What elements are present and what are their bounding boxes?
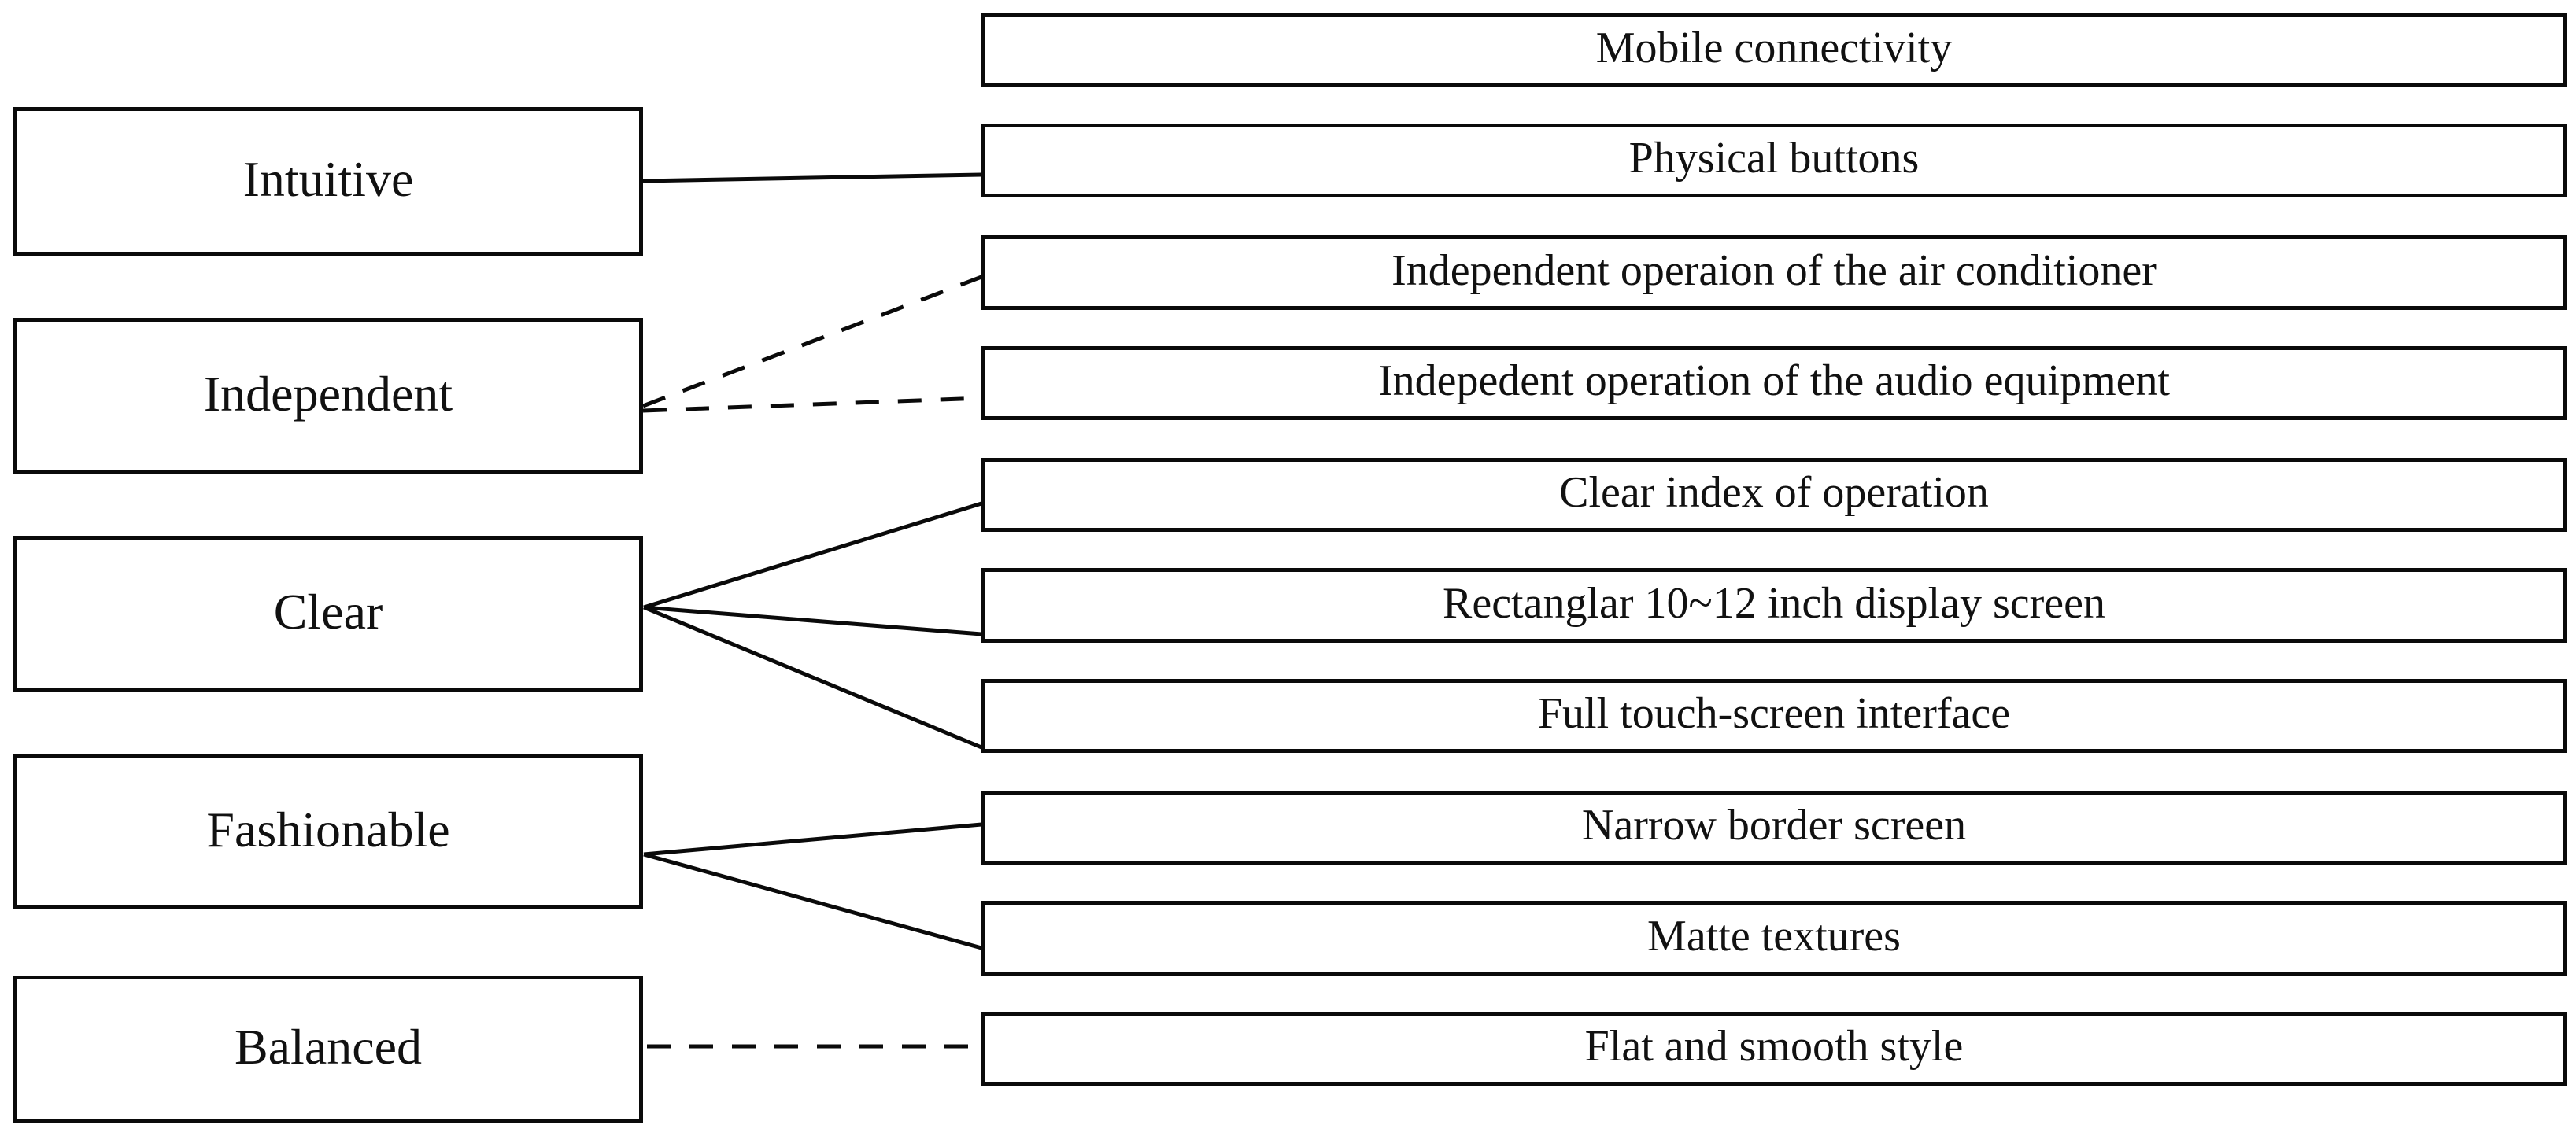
- left-node-label: Independent: [203, 365, 453, 422]
- right-node-label: Independent operaion of the air conditio…: [1391, 245, 2157, 295]
- right-node-indepedent-operation-audio: Indepedent operation of the audio equipm…: [981, 346, 2567, 420]
- left-node-independent: Independent: [13, 318, 643, 474]
- right-node-label: Indepedent operation of the audio equipm…: [1377, 356, 2171, 405]
- edge-intuitive-physical-buttons: [642, 172, 982, 183]
- right-node-label: Full touch-screen interface: [1537, 689, 2011, 738]
- edge-fashionable-matte-textures: [643, 852, 982, 950]
- right-node-independent-operaion-air: Independent operaion of the air conditio…: [981, 235, 2567, 310]
- edge-fashionable-narrow-border: [643, 822, 982, 857]
- left-node-label: Balanced: [234, 1019, 423, 1075]
- left-node-label: Clear: [273, 583, 383, 640]
- right-node-clear-index: Clear index of operation: [981, 458, 2567, 532]
- edge-clear-full-touch-screen: [643, 605, 982, 750]
- left-node-label: Fashionable: [206, 801, 450, 858]
- right-node-label: Narrow border screen: [1581, 801, 1967, 850]
- right-node-label: Physical buttons: [1628, 134, 1920, 183]
- left-node-balanced: Balanced: [13, 976, 643, 1123]
- edge-clear-rectanglar-screen: [643, 605, 982, 636]
- right-node-physical-buttons: Physical buttons: [981, 124, 2567, 197]
- right-node-matte-textures: Matte textures: [981, 901, 2567, 976]
- left-node-clear: Clear: [13, 536, 643, 692]
- left-node-fashionable: Fashionable: [13, 754, 643, 909]
- edge-independent-audio-equipment: [642, 396, 982, 413]
- right-node-narrow-border-screen: Narrow border screen: [981, 791, 2567, 865]
- right-node-label: Matte textures: [1647, 911, 1901, 961]
- right-node-flat-smooth-style: Flat and smooth style: [981, 1012, 2567, 1086]
- right-node-mobile-connectivity: Mobile connectivity: [981, 13, 2567, 87]
- right-node-label: Flat and smooth style: [1584, 1022, 1964, 1071]
- right-node-label: Clear index of operation: [1559, 468, 1989, 517]
- left-node-label: Intuitive: [242, 150, 414, 207]
- edge-independent-air-conditioner: [642, 275, 982, 408]
- right-node-full-touch-screen: Full touch-screen interface: [981, 679, 2567, 753]
- left-node-intuitive: Intuitive: [13, 107, 643, 256]
- right-node-label: Rectanglar 10~12 inch display screen: [1442, 578, 2106, 628]
- right-node-label: Mobile connectivity: [1595, 24, 1953, 72]
- edge-clear-clear-index: [643, 501, 982, 610]
- right-node-rectanglar-screen: Rectanglar 10~12 inch display screen: [981, 568, 2567, 643]
